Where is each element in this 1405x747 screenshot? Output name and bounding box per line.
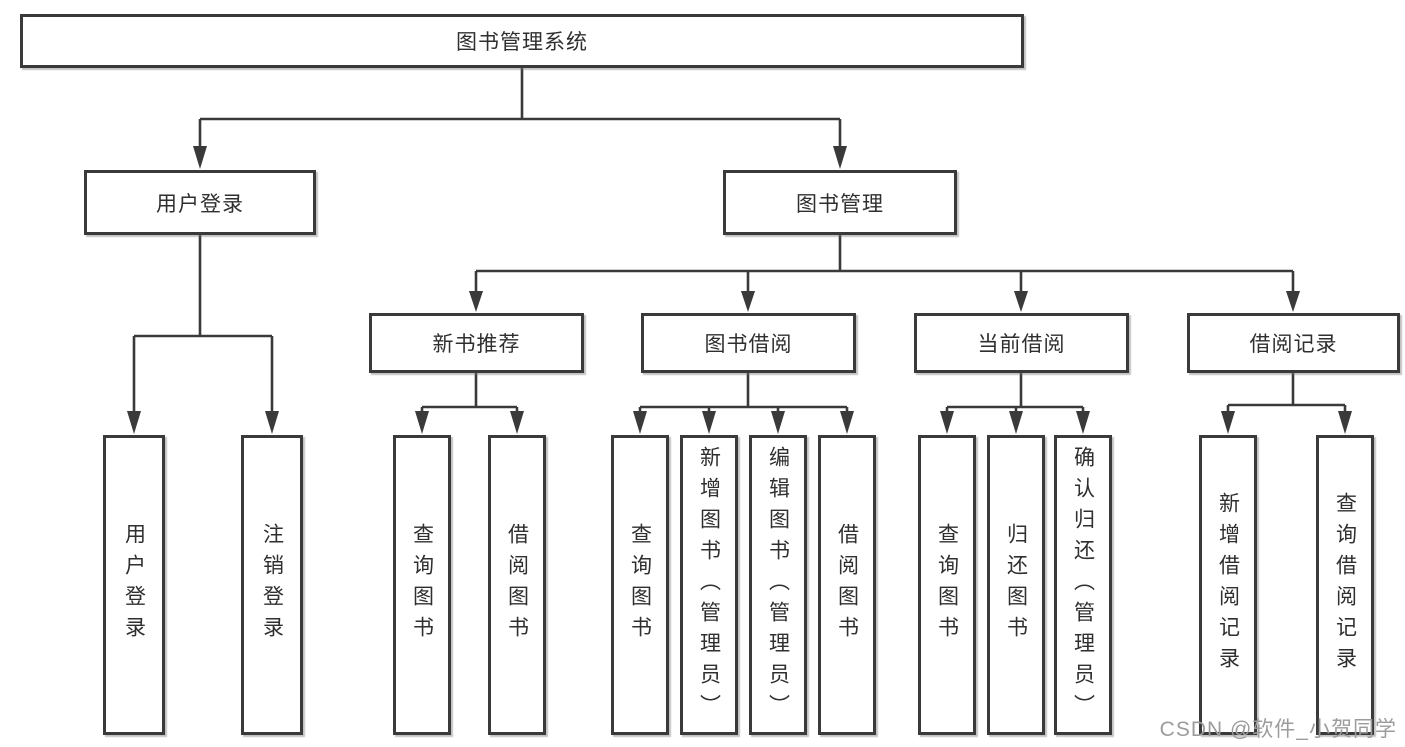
leaf-borrow-books-borrow: 借阅图书: [818, 435, 876, 735]
arrowhead-current: [1014, 291, 1028, 312]
node-user-login: 用户登录: [84, 170, 316, 235]
leaf-add-borrow-record: 新增借阅记录: [1199, 435, 1257, 735]
leaf-return-books-label: 归还图书: [1004, 523, 1028, 647]
leaf-add-book-admin: 新增图书（管理员）: [680, 435, 738, 735]
leaf-query-books-newbook: 查询图书: [393, 435, 451, 735]
node-book-management: 图书管理: [723, 170, 957, 235]
leaf-edit-book-admin-label: 编辑图书（管理员）: [766, 445, 790, 725]
leaf-logout: 注销登录: [241, 435, 303, 735]
arrowhead-borrow: [741, 291, 755, 312]
leaf-query-books-borrow: 查询图书: [611, 435, 669, 735]
arrowhead-records: [1286, 291, 1300, 312]
leaf-borrow-books-newbook-label: 借阅图书: [505, 523, 529, 647]
arrowhead-leaf-return: [1009, 411, 1023, 434]
leaf-query-books-current: 查询图书: [918, 435, 976, 735]
node-book-borrowing-label: 图书借阅: [704, 333, 793, 356]
arrowhead-leaf-add-record: [1221, 411, 1235, 434]
leaf-query-borrow-record-label: 查询借阅记录: [1333, 492, 1357, 678]
leaf-logout-label: 注销登录: [260, 523, 284, 647]
arrowhead-leaf-confirm-return: [1076, 411, 1090, 434]
node-book-management-label: 图书管理: [796, 192, 884, 216]
connector-records-to-leaves: [1226, 373, 1347, 414]
connector-root-to-level2: [198, 68, 842, 148]
leaf-query-borrow-record: 查询借阅记录: [1316, 435, 1374, 735]
node-root-label: 图书管理系统: [456, 31, 588, 54]
leaf-query-books-current-label: 查询图书: [935, 523, 959, 647]
node-borrowing-records-label: 借阅记录: [1249, 333, 1338, 356]
connector-borrow-to-leaves: [638, 373, 849, 414]
leaf-edit-book-admin: 编辑图书（管理员）: [749, 435, 807, 735]
node-book-borrowing: 图书借阅: [641, 313, 856, 373]
arrowhead-leaf-user-login: [127, 411, 141, 434]
node-borrowing-records: 借阅记录: [1187, 313, 1400, 373]
connector-login-to-leaves: [132, 235, 274, 413]
leaf-user-login-label: 用户登录: [122, 523, 146, 647]
leaf-confirm-return-admin: 确认归还（管理员）: [1054, 435, 1112, 735]
connector-newbook-to-leaves: [420, 373, 519, 414]
arrowhead-leaf-add-book: [702, 411, 716, 434]
arrowhead-user-login: [193, 146, 207, 169]
leaf-confirm-return-admin-label: 确认归还（管理员）: [1071, 445, 1095, 725]
node-new-book-recommend: 新书推荐: [369, 313, 584, 373]
leaf-return-books: 归还图书: [987, 435, 1045, 735]
arrowhead-newbook: [469, 291, 483, 312]
leaf-query-books-newbook-label: 查询图书: [410, 523, 434, 647]
node-root: 图书管理系统: [20, 14, 1024, 68]
leaf-query-books-borrow-label: 查询图书: [628, 523, 652, 647]
arrowhead-leaf-edit-book: [771, 411, 785, 434]
node-user-login-label: 用户登录: [156, 192, 244, 216]
arrowhead-book-mgmt: [833, 146, 847, 169]
arrowhead-leaf-query-3: [940, 411, 954, 434]
leaf-add-borrow-record-label: 新增借阅记录: [1216, 492, 1240, 678]
arrowhead-leaf-query-1: [415, 411, 429, 434]
connector-current-to-leaves: [945, 373, 1085, 414]
leaf-borrow-books-newbook: 借阅图书: [488, 435, 546, 735]
arrowhead-leaf-logout: [265, 411, 279, 434]
arrowhead-leaf-query-record: [1338, 411, 1352, 434]
arrowhead-leaf-borrow-2: [840, 411, 854, 434]
arrowhead-leaf-borrow-1: [510, 411, 524, 434]
node-current-borrowing-label: 当前借阅: [977, 333, 1066, 356]
leaf-user-login: 用户登录: [103, 435, 165, 735]
csdn-watermark: CSDN @软件_小贺同学: [1159, 718, 1397, 741]
node-current-borrowing: 当前借阅: [914, 313, 1129, 373]
node-new-book-recommend-label: 新书推荐: [432, 333, 521, 356]
arrowhead-leaf-query-2: [633, 411, 647, 434]
leaf-borrow-books-borrow-label: 借阅图书: [835, 523, 859, 647]
leaf-add-book-admin-label: 新增图书（管理员）: [697, 445, 721, 725]
connector-mgmt-to-groups: [474, 235, 1295, 293]
